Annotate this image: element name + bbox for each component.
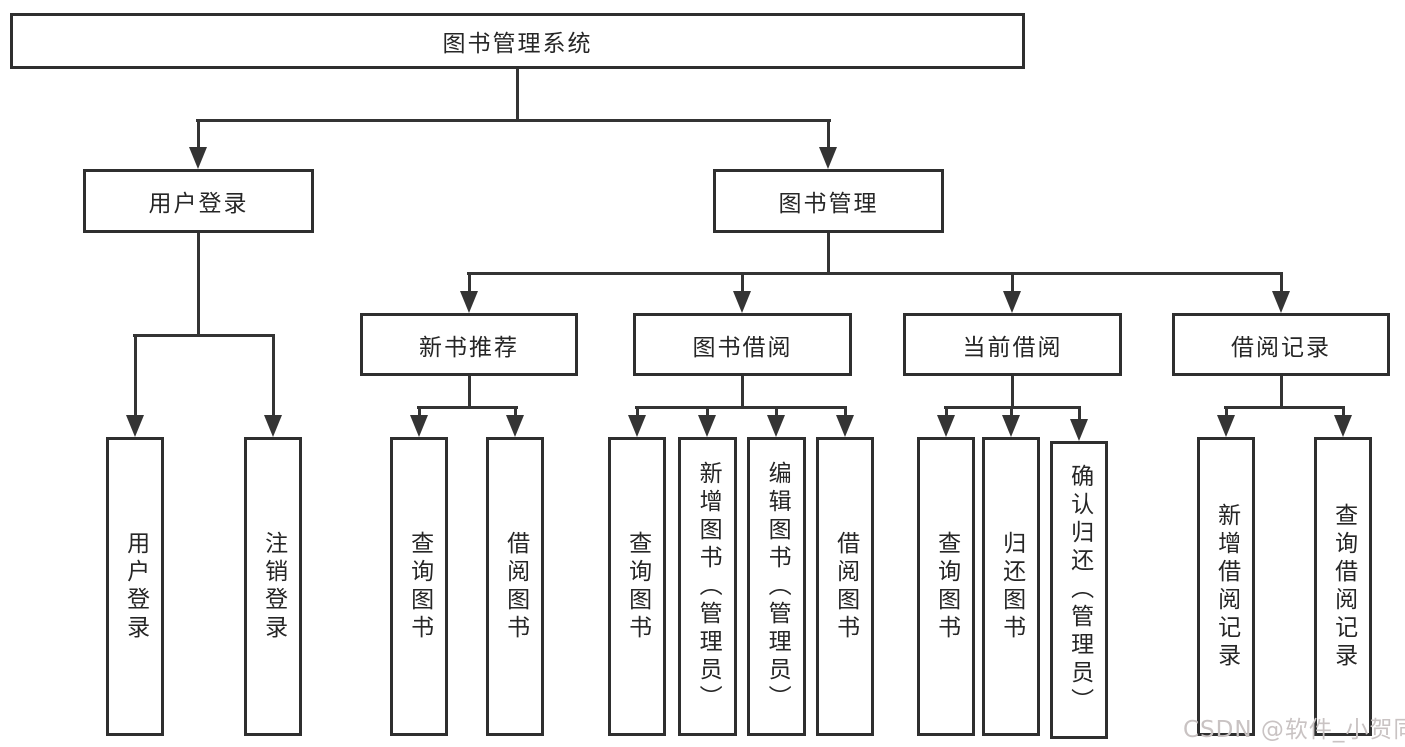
arrow-down-icon [733, 291, 751, 313]
arrow-down-icon [460, 291, 478, 313]
connector-line [1224, 406, 1345, 409]
arrow-down-icon [836, 415, 854, 437]
leaf-borrow-books-label: 借阅图书 [832, 530, 859, 643]
leaf-recommend-query-books-label: 查询图书 [406, 530, 433, 643]
leaf-current-query-books: 查询图书 [917, 437, 975, 736]
arrow-down-icon [1070, 419, 1088, 441]
leaf-borrowing-query-books-label: 查询图书 [624, 530, 651, 643]
node-current-borrowing: 当前借阅 [903, 313, 1122, 376]
connector-line [468, 272, 471, 293]
leaf-return-books: 归还图书 [982, 437, 1040, 736]
leaf-borrow-books: 借阅图书 [816, 437, 874, 736]
arrow-down-icon [1217, 415, 1235, 437]
arrow-down-icon [628, 415, 646, 437]
node-new-book-recommend: 新书推荐 [360, 313, 578, 376]
leaf-add-borrow-record: 新增借阅记录 [1197, 437, 1255, 736]
arrow-down-icon [1003, 291, 1021, 313]
leaf-query-borrow-record: 查询借阅记录 [1314, 437, 1372, 736]
node-book-borrowing: 图书借阅 [633, 313, 852, 376]
connector-line [844, 406, 847, 417]
node-book-borrowing-label: 图书借阅 [692, 334, 793, 361]
node-book-management-branch-label: 图书管理 [778, 191, 879, 217]
leaf-confirm-return-admin: 确认归还（管理员） [1050, 441, 1108, 739]
connector-line [775, 406, 778, 417]
csdn-watermark: CSDN @软件_小贺同学 [1183, 717, 1405, 743]
leaf-borrowing-query-books: 查询图书 [608, 437, 666, 736]
arrow-down-icon [937, 415, 955, 437]
node-root-label: 图书管理系统 [442, 31, 593, 57]
leaf-confirm-return-admin-label: 确认归还（管理员） [1066, 464, 1093, 716]
arrow-down-icon [126, 415, 144, 437]
connector-line [1280, 272, 1283, 293]
connector-line [636, 406, 639, 417]
connector-line [467, 272, 1283, 275]
leaf-add-books-admin: 新增图书（管理员） [678, 437, 737, 736]
node-user-login-branch-label: 用户登录 [148, 191, 249, 217]
leaf-query-borrow-record-label: 查询借阅记录 [1330, 502, 1357, 671]
arrow-down-icon [698, 415, 716, 437]
node-current-borrowing-label: 当前借阅 [962, 334, 1063, 361]
node-borrowing-records-label: 借阅记录 [1231, 334, 1331, 361]
arrow-down-icon [410, 415, 428, 437]
node-user-login-branch: 用户登录 [83, 169, 314, 233]
arrow-down-icon [264, 415, 282, 437]
arrow-down-icon [819, 147, 837, 169]
connector-line [418, 406, 421, 417]
connector-line [417, 406, 518, 409]
leaf-current-query-books-label: 查询图书 [933, 530, 960, 643]
leaf-user-login-label: 用户登录 [122, 530, 149, 643]
leaf-recommend-borrow-books: 借阅图书 [486, 437, 544, 736]
arrow-down-icon [767, 415, 785, 437]
leaf-logout-label: 注销登录 [260, 530, 287, 643]
leaf-edit-books-admin: 编辑图书（管理员） [747, 437, 806, 736]
leaf-logout: 注销登录 [244, 437, 302, 736]
connector-line [827, 233, 830, 275]
connector-line [741, 272, 744, 293]
node-root: 图书管理系统 [10, 13, 1025, 69]
connector-line [196, 119, 831, 122]
leaf-edit-books-admin-label: 编辑图书（管理员） [764, 460, 791, 713]
leaf-recommend-borrow-books-label: 借阅图书 [502, 530, 529, 643]
connector-line [635, 406, 847, 409]
connector-line [1342, 406, 1345, 417]
connector-line [1010, 406, 1013, 417]
leaf-return-books-label: 归还图书 [998, 530, 1025, 643]
node-borrowing-records: 借阅记录 [1172, 313, 1390, 376]
connector-line [1225, 406, 1228, 417]
connector-line [197, 119, 200, 149]
node-new-book-recommend-label: 新书推荐 [419, 334, 519, 361]
arrow-down-icon [189, 147, 207, 169]
arrow-down-icon [1002, 415, 1020, 437]
arrow-down-icon [1272, 291, 1290, 313]
leaf-add-books-admin-label: 新增图书（管理员） [695, 460, 722, 713]
connector-line [706, 406, 709, 417]
connector-line [272, 334, 275, 417]
connector-line [1280, 376, 1283, 409]
arrow-down-icon [1334, 415, 1352, 437]
connector-line [514, 406, 517, 417]
connector-line [945, 406, 948, 417]
node-book-management-branch: 图书管理 [713, 169, 944, 233]
leaf-recommend-query-books: 查询图书 [390, 437, 448, 736]
arrow-down-icon [506, 415, 524, 437]
connector-line [468, 376, 471, 409]
connector-line [197, 233, 200, 337]
leaf-user-login: 用户登录 [106, 437, 164, 736]
leaf-add-borrow-record-label: 新增借阅记录 [1213, 502, 1240, 671]
connector-line [1078, 406, 1081, 421]
connector-line [741, 376, 744, 409]
connector-line [1011, 376, 1014, 409]
connector-line [516, 68, 519, 122]
connector-line [133, 334, 275, 337]
connector-line [827, 119, 830, 149]
connector-line [1011, 272, 1014, 293]
connector-line [134, 334, 137, 417]
